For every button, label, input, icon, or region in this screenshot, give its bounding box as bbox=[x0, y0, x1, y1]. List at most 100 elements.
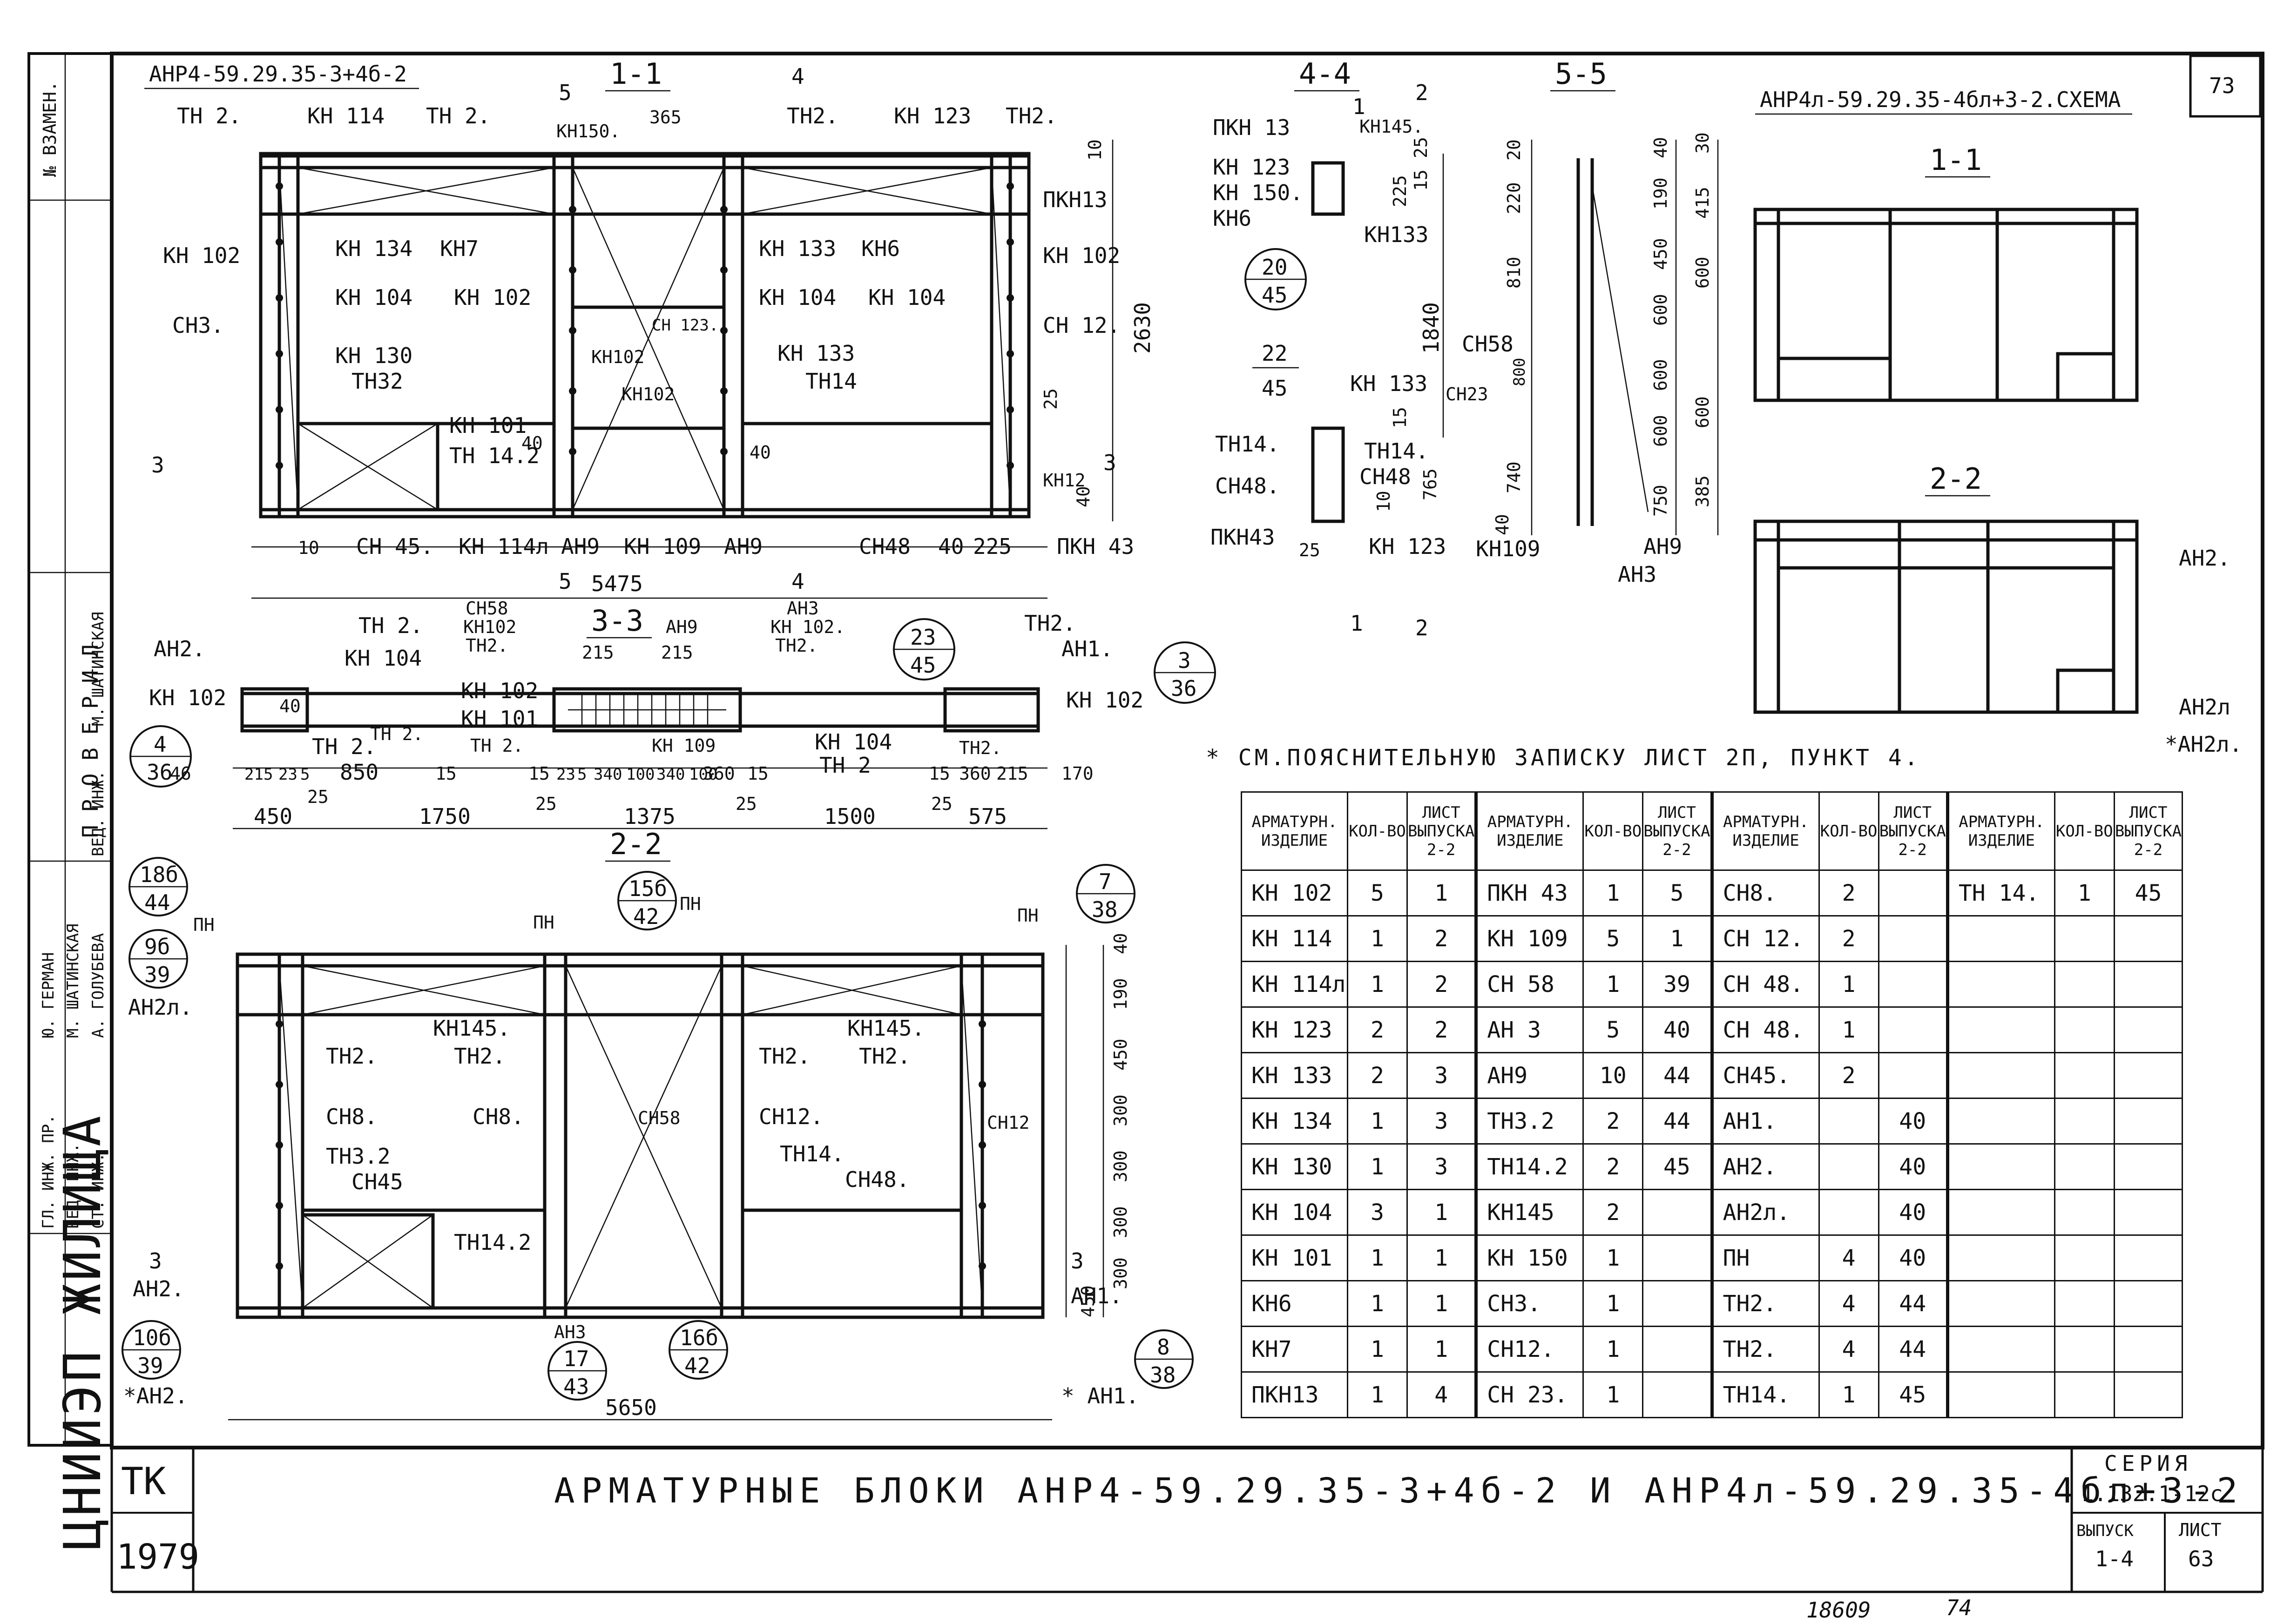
table-cell-sheet bbox=[2113, 1326, 2183, 1373]
table-cell-item bbox=[1946, 1280, 2055, 1327]
table-cell-sheet: 3 bbox=[1406, 1052, 1477, 1099]
label: КН 134 bbox=[335, 236, 412, 261]
table-cell-sheet bbox=[1878, 1052, 1948, 1099]
label: ТН2. bbox=[775, 635, 818, 656]
table-cell-qty: 5 bbox=[1347, 869, 1408, 916]
dim: 46 bbox=[170, 763, 191, 784]
table-cell-item: ТН2. bbox=[1710, 1326, 1820, 1373]
label: ТН14. bbox=[1364, 438, 1428, 464]
rebar-diagonal bbox=[960, 965, 983, 1308]
table-cell-item: ТН14.2 bbox=[1474, 1143, 1584, 1190]
table-cell-sheet bbox=[2113, 1052, 2183, 1099]
label: 220 bbox=[1504, 182, 1524, 214]
label: 4 bbox=[791, 569, 804, 594]
dim: 340 bbox=[594, 765, 622, 784]
hatch bbox=[568, 694, 726, 726]
table-cell-qty: 1 bbox=[1582, 869, 1644, 916]
label: ПН bbox=[680, 894, 701, 914]
label: 40 bbox=[1073, 486, 1094, 507]
svg-text:20: 20 bbox=[1262, 255, 1287, 280]
table-cell-qty: 2 bbox=[1347, 1052, 1408, 1099]
table-header-row: АРМАТУРН. ИЗДЕЛИЕ КОЛ-ВО ЛИСТ ВЫПУСКА 2-… bbox=[1241, 791, 2183, 871]
dim: 25 bbox=[307, 787, 329, 807]
table-cell-item: ТН 14. bbox=[1946, 869, 2055, 916]
explanatory-note: * СМ.ПОЯСНИТЕЛЬНУЮ ЗАПИСКУ ЛИСТ 2П, ПУНК… bbox=[1206, 745, 1921, 771]
table-cell-item: КН145 bbox=[1474, 1189, 1584, 1236]
table-cell-qty: 10 bbox=[1582, 1052, 1644, 1099]
label: СН 12. bbox=[1043, 313, 1120, 338]
table-cell-item: ТН14. bbox=[1710, 1371, 1820, 1418]
table-cell-qty bbox=[2054, 1371, 2115, 1418]
table-cell-sheet: 40 bbox=[1878, 1143, 1948, 1190]
dim: 575 bbox=[968, 804, 1007, 829]
label: ТН2. bbox=[1006, 103, 1057, 128]
table-cell-sheet: 1 bbox=[1406, 1280, 1477, 1327]
label: СН 123. bbox=[652, 316, 718, 335]
label: 10 bbox=[298, 538, 319, 558]
col-header-item: АРМАТУРН. ИЗДЕЛИЕ bbox=[1946, 791, 2055, 871]
rebar-diagonal bbox=[1591, 186, 1649, 512]
label: 3 bbox=[149, 1248, 162, 1274]
label: КН109 bbox=[1476, 536, 1540, 561]
table-cell-qty: 1 bbox=[1582, 1280, 1644, 1327]
table-cell-item: СН8. bbox=[1710, 869, 1820, 916]
table-cell-qty bbox=[2054, 1234, 2115, 1281]
table-cell-qty: 4 bbox=[1818, 1234, 1879, 1281]
svg-text:36: 36 bbox=[1171, 676, 1196, 701]
rebar-diagonal bbox=[297, 423, 438, 511]
col-header-qty: КОЛ-ВО bbox=[1582, 791, 1644, 871]
table-cell-qty: 1 bbox=[1347, 961, 1408, 1008]
table-cell-sheet: 40 bbox=[1878, 1234, 1948, 1281]
col-header-sheet: ЛИСТ ВЫПУСКА 2-2 bbox=[1878, 791, 1948, 871]
specification-table: АРМАТУРН. ИЗДЕЛИЕ КОЛ-ВО ЛИСТ ВЫПУСКА 2-… bbox=[1241, 791, 2183, 1418]
label: ПКН 13 bbox=[1213, 115, 1290, 140]
table-cell-sheet: 2 bbox=[1406, 915, 1477, 962]
label: ТН32 bbox=[351, 369, 403, 394]
label: 810 bbox=[1504, 256, 1524, 289]
label: ПН bbox=[533, 912, 554, 933]
table-cell-qty: 4 bbox=[1818, 1326, 1879, 1373]
label: 215 bbox=[582, 642, 614, 663]
label: КН 102 bbox=[1066, 687, 1143, 713]
sheet-label: ЛИСТ bbox=[2179, 1520, 2222, 1540]
stamp-number: 18609 bbox=[1806, 1597, 1871, 1623]
table-cell-qty: 1 bbox=[1347, 1098, 1408, 1145]
table-cell-item: СН 23. bbox=[1474, 1371, 1584, 1418]
label: СН12. bbox=[759, 1104, 823, 1129]
label: СН58 bbox=[1462, 331, 1514, 357]
svg-text:15б: 15б bbox=[628, 876, 667, 901]
label: 190 bbox=[1110, 978, 1131, 1010]
table-cell-sheet: 3 bbox=[1406, 1098, 1477, 1145]
svg-text:43: 43 bbox=[563, 1374, 589, 1399]
label: 3 bbox=[151, 452, 164, 478]
label: СН3. bbox=[172, 313, 224, 338]
label: 5 bbox=[559, 569, 572, 594]
label: 10 bbox=[1373, 491, 1394, 512]
label: АН9 bbox=[561, 534, 600, 559]
section-title-5-5: 5-5 bbox=[1555, 57, 1607, 91]
table-cell-qty bbox=[1818, 1143, 1879, 1190]
rebar-box bbox=[1311, 426, 1345, 523]
svg-text:36: 36 bbox=[147, 760, 172, 785]
table-cell-sheet: 4 bbox=[1406, 1371, 1477, 1418]
label: АН3 bbox=[1618, 562, 1656, 587]
dim: 1375 bbox=[624, 804, 676, 829]
table-cell-sheet: 2 bbox=[1406, 1006, 1477, 1053]
label: 15 bbox=[1390, 407, 1410, 428]
table-cell-item bbox=[1946, 1006, 2055, 1053]
label: 40 bbox=[1492, 514, 1513, 535]
label: АН2л. bbox=[128, 995, 192, 1020]
col-header-item: АРМАТУРН. ИЗДЕЛИЕ bbox=[1241, 791, 1348, 871]
svg-text:38: 38 bbox=[1150, 1362, 1176, 1388]
dim: 100 bbox=[689, 765, 717, 784]
label: 365 bbox=[649, 107, 682, 128]
table-cell-item: КН 101 bbox=[1241, 1234, 1348, 1281]
dim: 850 bbox=[340, 760, 378, 785]
label: АН2. bbox=[133, 1276, 184, 1301]
label: КН 114л bbox=[459, 534, 549, 559]
callout-bubble: 3 36 bbox=[1154, 641, 1216, 704]
